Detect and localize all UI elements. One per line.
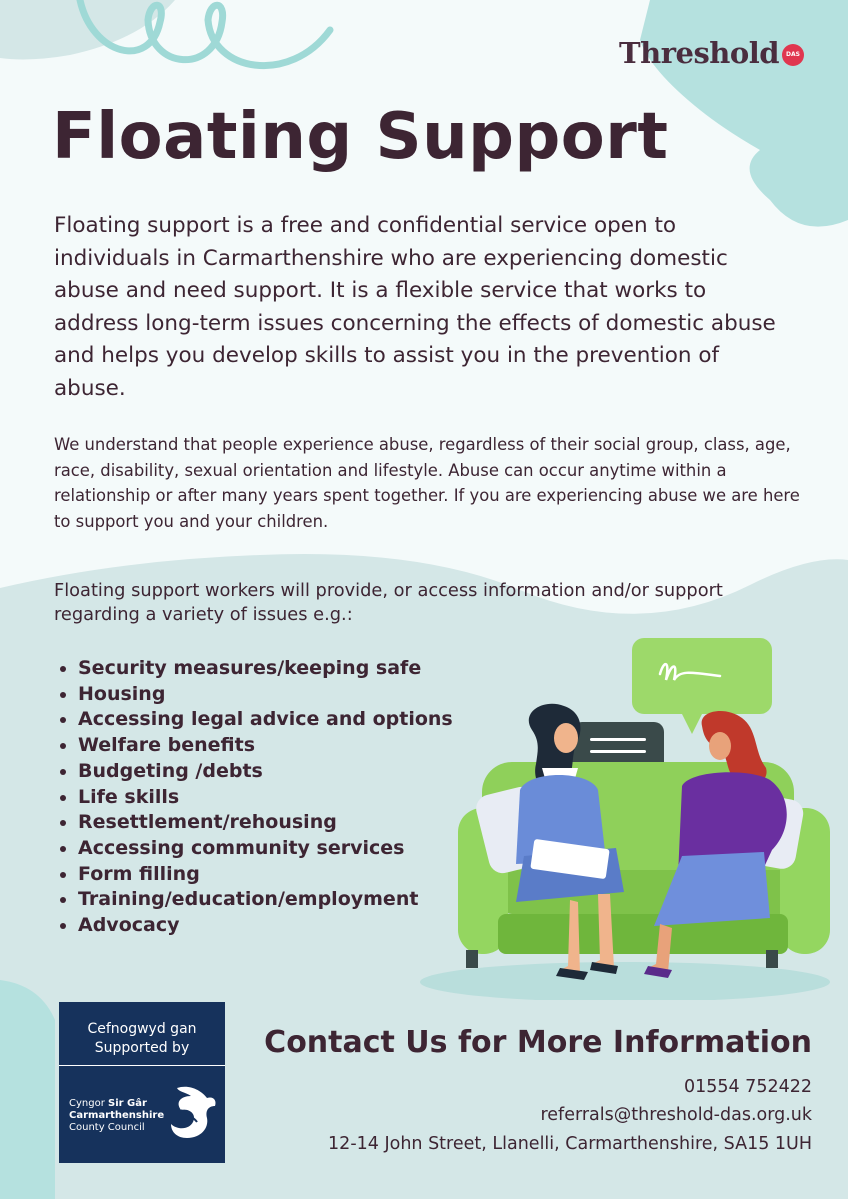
two-women-sofa-illustration	[420, 638, 830, 1000]
supported-welsh: Cefnogwyd gan	[87, 1021, 197, 1037]
woman-right-jacket	[678, 772, 787, 876]
woman-right-skirt	[654, 852, 770, 926]
list-item: Housing	[78, 682, 468, 708]
logo-wordmark: Threshold	[619, 36, 779, 70]
council-english-1: Carmarthenshire	[69, 1110, 165, 1121]
dragon-logo-icon	[171, 1086, 216, 1138]
intro-paragraph: Floating support is a free and confident…	[54, 213, 776, 401]
speech-bubble-green	[632, 638, 772, 714]
list-item: Accessing community services	[78, 836, 468, 862]
list-item: Form filling	[78, 862, 468, 888]
contact-phone[interactable]: 01554 752422	[683, 1077, 812, 1097]
top-right-blob	[640, 0, 848, 227]
signature-icon	[658, 663, 722, 681]
list-item: Life skills	[78, 785, 468, 811]
top-left-blob	[0, 0, 175, 60]
supported-by-badge: Cefnogwyd gan Supported by Cyngor Sir Gâ…	[59, 1002, 225, 1163]
contact-address: 12-14 John Street, Llanelli, Carmarthens…	[328, 1134, 812, 1154]
badge-divider	[59, 1065, 225, 1066]
contact-email[interactable]: referrals@threshold-das.org.uk	[540, 1105, 812, 1125]
workers-paragraph: Floating support workers will provide, o…	[54, 580, 723, 625]
top-swirl	[76, 0, 334, 70]
list-item: Welfare benefits	[78, 733, 468, 759]
contact-heading: Contact Us for More Information	[264, 1025, 812, 1060]
issues-list: Security measures/keeping safe Housing A…	[54, 656, 468, 939]
bottom-left-blob	[0, 980, 55, 1199]
supported-by-text: Cefnogwyd gan Supported by	[59, 1020, 225, 1058]
understanding-paragraph: We understand that people experience abu…	[54, 435, 800, 531]
floor-shadow	[420, 962, 830, 1000]
page-title: Floating Support	[52, 100, 669, 174]
council-welsh-2: Sir Gâr	[108, 1098, 147, 1109]
notepad	[530, 839, 610, 879]
list-item: Security measures/keeping safe	[78, 656, 468, 682]
council-english-2: County Council	[69, 1122, 145, 1133]
list-item: Accessing legal advice and options	[78, 707, 468, 733]
supported-english: Supported by	[94, 1040, 190, 1056]
council-welsh-1: Cyngor	[69, 1098, 105, 1109]
list-item: Budgeting /debts	[78, 759, 468, 785]
list-item: Advocacy	[78, 913, 468, 939]
council-name: Cyngor Sir Gâr Carmarthenshire County Co…	[69, 1098, 164, 1134]
list-item: Training/education/employment	[78, 887, 468, 913]
list-item: Resettlement/rehousing	[78, 810, 468, 836]
woman-right-hair	[701, 711, 767, 785]
logo-badge: DAS	[782, 44, 804, 66]
threshold-logo: Threshold DAS	[619, 36, 804, 70]
